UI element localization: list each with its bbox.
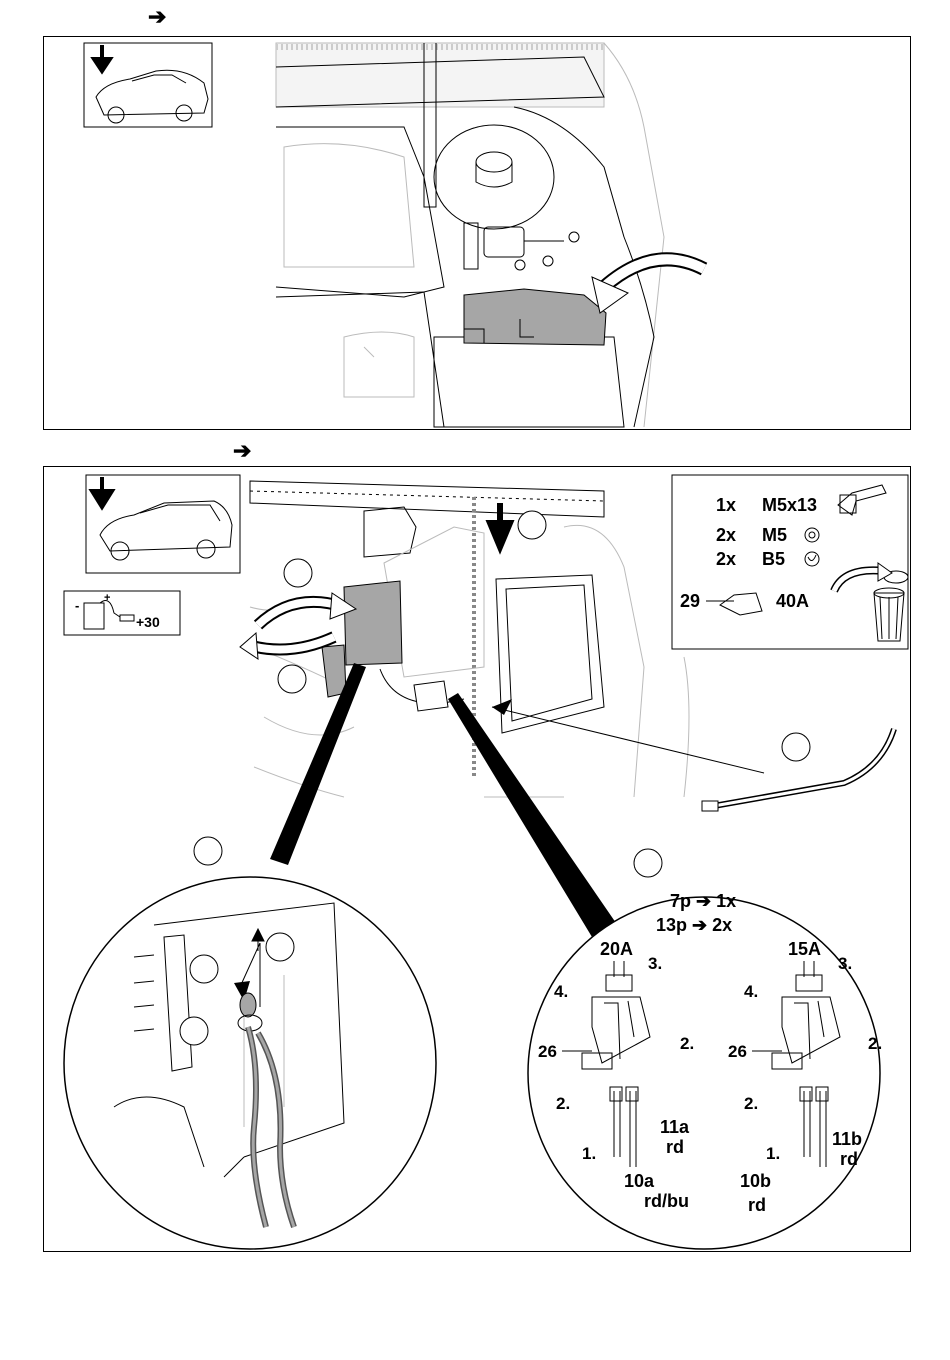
fuse-a-step2a: 2. [680, 1034, 694, 1053]
fuse-rating: 40A [776, 591, 809, 611]
fuse-b-step2b: 2. [744, 1094, 758, 1113]
sedan-thumbnail [84, 43, 212, 127]
detail-circle-right: 7p ➔ 1x 13p ➔ 2x 20A 4. 3. 26 2. 2. 1. 1… [528, 891, 882, 1249]
fuse-b-rating: 15A [788, 939, 821, 959]
fuse-b-step2a: 2. [868, 1034, 882, 1053]
wagon-thumbnail [86, 475, 240, 573]
panel-step1 [43, 36, 911, 430]
part-qty-2: 2x [716, 525, 736, 545]
detail-circle-left [64, 877, 436, 1249]
engine-bay-illustration-2: - + +30 1x M5x13 2x M5 2x B5 29 40A [44, 467, 912, 1253]
fuse-b-step3: 3. [838, 954, 852, 973]
fuse-a-holder: 26 [538, 1042, 557, 1061]
count-line1: 7p ➔ 1x [670, 891, 736, 911]
svg-text:-: - [75, 598, 79, 613]
wire-11b-id: 11b [832, 1129, 862, 1149]
fuse-b-holder: 26 [728, 1042, 747, 1061]
fuse-a-step4: 4. [554, 982, 568, 1001]
part-name-3: B5 [762, 549, 785, 569]
wire-11b-color: rd [840, 1149, 858, 1169]
battery-label: +30 [136, 614, 160, 630]
panel-step2: - + +30 1x M5x13 2x M5 2x B5 29 40A [43, 466, 911, 1252]
part-qty-1: 1x [716, 495, 736, 515]
wire-10b-id: 10b [740, 1171, 771, 1191]
fuse-b-step1: 1. [766, 1144, 780, 1163]
count-line2: 13p ➔ 2x [656, 915, 732, 935]
part-name-2: M5 [762, 525, 787, 545]
wire-10a-id: 10a [624, 1171, 655, 1191]
fuse-ref: 29 [680, 591, 700, 611]
engine-bay-illustration-1 [44, 37, 912, 431]
wire-10b-color: rd [748, 1195, 766, 1215]
part-qty-3: 2x [716, 549, 736, 569]
wire-11a-color: rd [666, 1137, 684, 1157]
fuse-a-rating: 20A [600, 939, 633, 959]
rotate-arrow [592, 259, 704, 313]
part-name-1: M5x13 [762, 495, 817, 515]
fuse-a-step3: 3. [648, 954, 662, 973]
wire-10a-color: rd/bu [644, 1191, 689, 1211]
fuse-b-step4: 4. [744, 982, 758, 1001]
wire-11a-id: 11a [660, 1117, 690, 1137]
fuse-a-step2b: 2. [556, 1094, 570, 1113]
step2-arrow: ➔ [233, 438, 251, 464]
battery-symbol: - + +30 [64, 591, 180, 635]
engine-bay-lines [276, 43, 664, 427]
parts-box: 1x M5x13 2x M5 2x B5 29 40A [672, 475, 908, 649]
fuse-module-gray [464, 289, 606, 345]
fuse-a-step1: 1. [582, 1144, 596, 1163]
step1-arrow: ➔ [148, 4, 166, 30]
